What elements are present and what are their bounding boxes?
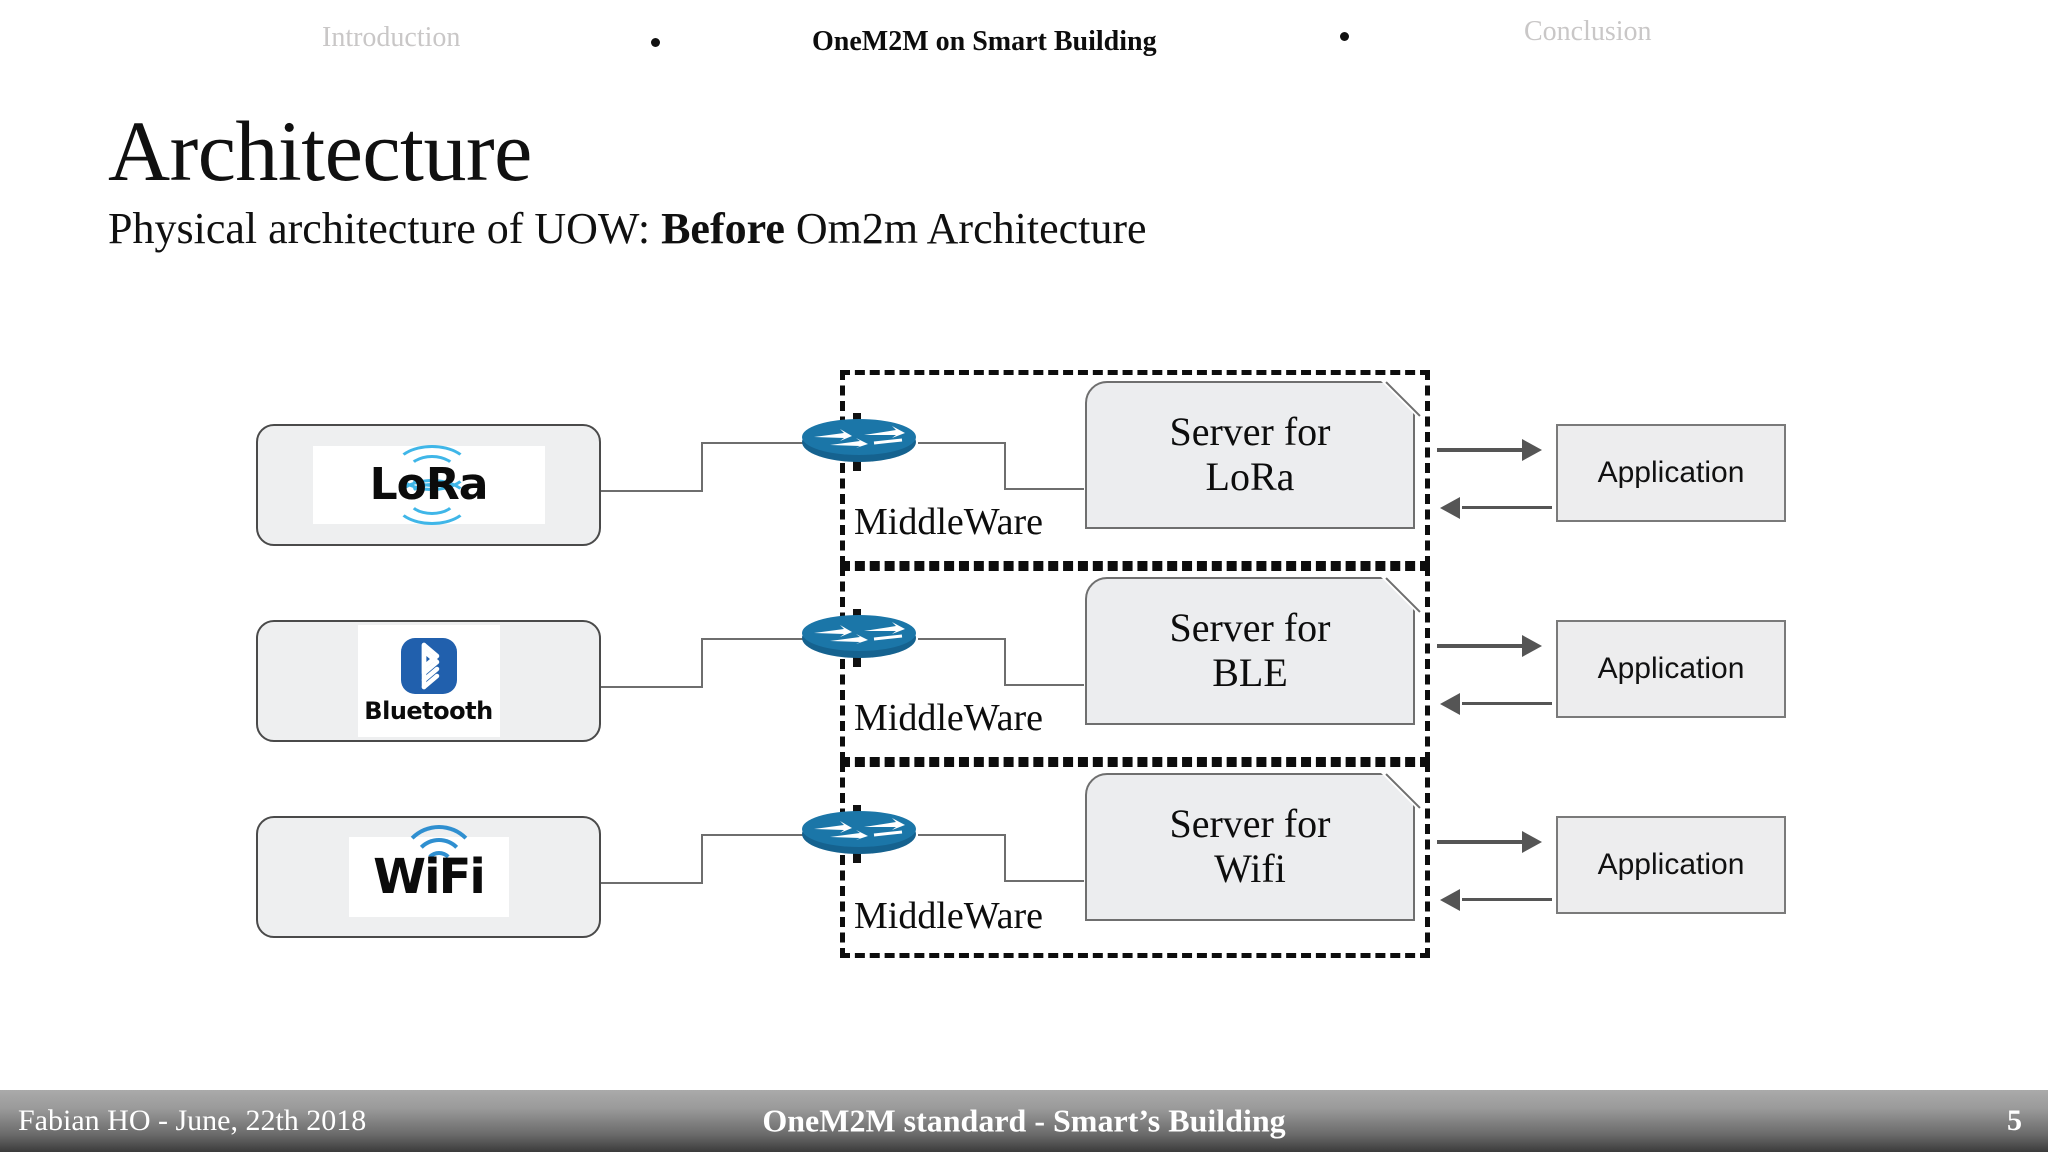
connector-lora-h2 xyxy=(701,442,831,444)
footer-page-number: 5 xyxy=(2007,1104,2022,1137)
router-icon-wifi[interactable] xyxy=(800,805,918,863)
nav-item-onem2m-smart-building[interactable]: OneM2M on Smart Building xyxy=(812,26,1157,57)
wifi-arc-middle xyxy=(411,838,466,892)
nav-item-conclusion[interactable]: Conclusion xyxy=(1524,16,1652,47)
server-bevel-lora xyxy=(1381,381,1415,415)
connector-ble-v xyxy=(701,638,703,688)
application-box-ble[interactable]: Application xyxy=(1556,620,1786,718)
application-box-wifi[interactable]: Application xyxy=(1556,816,1786,914)
bluetooth-logo-text: Bluetooth xyxy=(364,696,493,725)
lora-logo: LoRa xyxy=(312,445,545,525)
connector-ble-h2 xyxy=(701,638,831,640)
connector-router-server-lora-h1 xyxy=(918,442,1006,444)
arrow-line-ble-out xyxy=(1437,644,1527,648)
server-ble-line1: Server for xyxy=(1169,605,1331,651)
arrow-line-lora-in xyxy=(1462,506,1552,509)
top-navigation: Introduction OneM2M on Smart Building Co… xyxy=(0,0,2048,72)
subtitle-emphasis: Before xyxy=(661,204,785,253)
connector-router-server-lora-v xyxy=(1004,442,1006,490)
device-box-lora[interactable]: LoRa xyxy=(256,424,601,546)
wifi-logo: WiFi xyxy=(348,825,509,917)
footer-presentation-title: OneM2M standard - Smart’s Building xyxy=(762,1102,1286,1139)
router-icon-ble[interactable] xyxy=(800,609,918,667)
lora-arc-bottom-inner xyxy=(406,483,457,515)
router-icon-lora[interactable] xyxy=(800,413,918,471)
middleware-group-wifi xyxy=(840,762,1430,958)
connector-router-server-wifi-h1 xyxy=(918,834,1006,836)
arrow-head-wifi-in xyxy=(1440,889,1460,911)
server-lora-line2: LoRa xyxy=(1205,454,1295,499)
device-box-bluetooth[interactable]: Bluetooth xyxy=(256,620,601,742)
connector-router-server-wifi-v xyxy=(1004,834,1006,882)
connector-router-server-ble-h1 xyxy=(918,638,1006,640)
server-bevel-wifi xyxy=(1381,773,1415,807)
connector-router-server-ble-v xyxy=(1004,638,1006,686)
middleware-label-lora: MiddleWare xyxy=(854,501,1043,543)
nav-separator-dot-2 xyxy=(1340,32,1349,41)
server-wifi-line1: Server for xyxy=(1169,801,1331,847)
slide-footer: Fabian HO - June, 22th 2018 OneM2M stand… xyxy=(0,1090,2048,1152)
wifi-arc-outer xyxy=(398,825,479,905)
nav-separator-dot-1 xyxy=(651,38,660,47)
subtitle-suffix: Om2m Architecture xyxy=(784,204,1147,253)
architecture-diagram: LoRa Bluetooth WiFi xyxy=(0,0,2048,1090)
server-ble-line2: BLE xyxy=(1212,650,1288,695)
middleware-label-wifi: MiddleWare xyxy=(854,895,1043,937)
arrow-line-ble-in xyxy=(1462,702,1552,705)
server-bevel-ble xyxy=(1381,577,1415,611)
arrow-head-ble-out xyxy=(1522,635,1542,657)
arrow-line-lora-out xyxy=(1437,448,1527,452)
connector-wifi-v xyxy=(701,834,703,884)
application-box-lora[interactable]: Application xyxy=(1556,424,1786,522)
page-subtitle: Physical architecture of UOW: Before Om2… xyxy=(108,203,1147,254)
server-lora-line1: Server for xyxy=(1169,409,1331,455)
connector-router-server-wifi-h2 xyxy=(1004,880,1084,882)
nav-item-introduction[interactable]: Introduction xyxy=(322,22,461,53)
connector-lora-h1 xyxy=(598,490,703,492)
server-wifi-line2: Wifi xyxy=(1214,846,1286,891)
arrow-head-lora-in xyxy=(1440,497,1460,519)
middleware-group-ble xyxy=(840,566,1430,762)
middleware-label-ble: MiddleWare xyxy=(854,697,1043,739)
lora-arc-bottom-outer xyxy=(393,479,470,525)
wifi-arc-inner xyxy=(423,851,454,881)
arrow-head-wifi-out xyxy=(1522,831,1542,853)
middleware-group-lora xyxy=(840,370,1430,566)
arrow-head-lora-out xyxy=(1522,439,1542,461)
device-box-wifi[interactable]: WiFi xyxy=(256,816,601,938)
connector-router-server-lora-h2 xyxy=(1004,488,1084,490)
page-title: Architecture xyxy=(108,103,532,199)
wifi-logo-text: WiFi xyxy=(373,849,486,905)
footer-author-date: Fabian HO - June, 22th 2018 xyxy=(18,1104,367,1137)
connector-router-server-ble-h2 xyxy=(1004,684,1084,686)
bluetooth-rune-icon xyxy=(400,637,457,694)
connector-lora-v xyxy=(701,442,703,492)
bluetooth-logo: Bluetooth xyxy=(357,625,500,737)
connector-ble-h1 xyxy=(598,686,703,688)
connector-wifi-h2 xyxy=(701,834,831,836)
arrow-line-wifi-out xyxy=(1437,840,1527,844)
connector-wifi-h1 xyxy=(598,882,703,884)
lora-logo-text: LoRa xyxy=(369,459,489,510)
subtitle-prefix: Physical architecture of UOW: xyxy=(108,204,662,253)
arrow-line-wifi-in xyxy=(1462,898,1552,901)
arrow-head-ble-in xyxy=(1440,693,1460,715)
